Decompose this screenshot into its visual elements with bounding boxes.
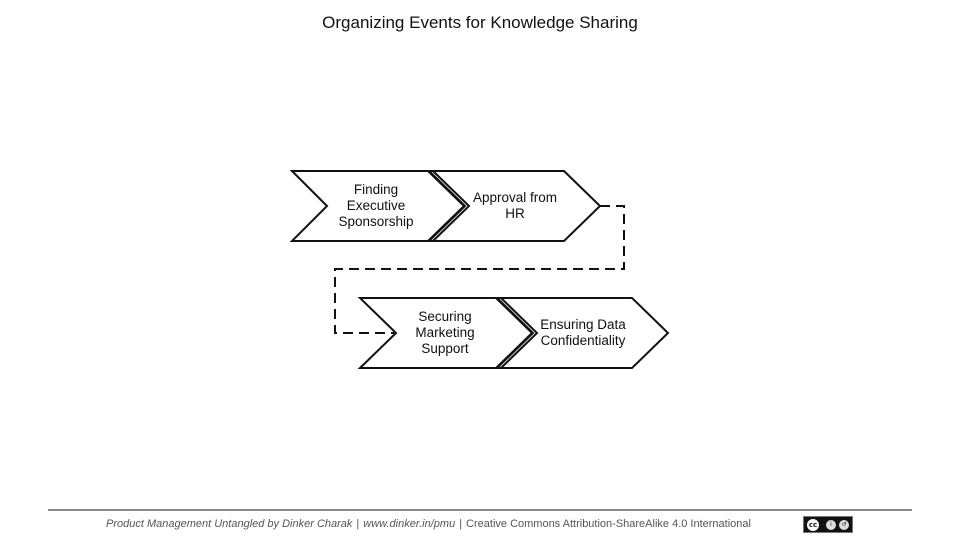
diagram-title: Organizing Events for Knowledge Sharing bbox=[322, 13, 638, 32]
cc-license-badge: cc i ↺ bbox=[803, 516, 853, 533]
footer-separator: | bbox=[459, 518, 463, 530]
step-2-chevron bbox=[426, 170, 602, 242]
footer-separator: | bbox=[356, 518, 360, 530]
step-2-label: Approval from HR bbox=[472, 190, 558, 221]
step-1-label: Finding Executive Sponsorship bbox=[338, 182, 414, 229]
footer-divider bbox=[48, 509, 912, 511]
footer-url: www.dinker.in/pmu bbox=[363, 518, 456, 530]
footer-book-credit: Product Management Untangled by Dinker C… bbox=[106, 518, 353, 530]
step-4-chevron bbox=[494, 297, 670, 369]
share-alike-icon: ↺ bbox=[838, 518, 850, 531]
attribution-icon: i bbox=[825, 518, 837, 531]
dashed-connector bbox=[334, 205, 625, 334]
footer: Product Management Untangled by Dinker C… bbox=[106, 518, 751, 530]
creative-commons-icon: cc bbox=[806, 517, 820, 532]
step-4-label: Ensuring Data Confidentiality bbox=[540, 317, 626, 348]
footer-license: Creative Commons Attribution-ShareAlike … bbox=[466, 518, 751, 530]
step-3-label: Securing Marketing Support bbox=[415, 309, 475, 356]
